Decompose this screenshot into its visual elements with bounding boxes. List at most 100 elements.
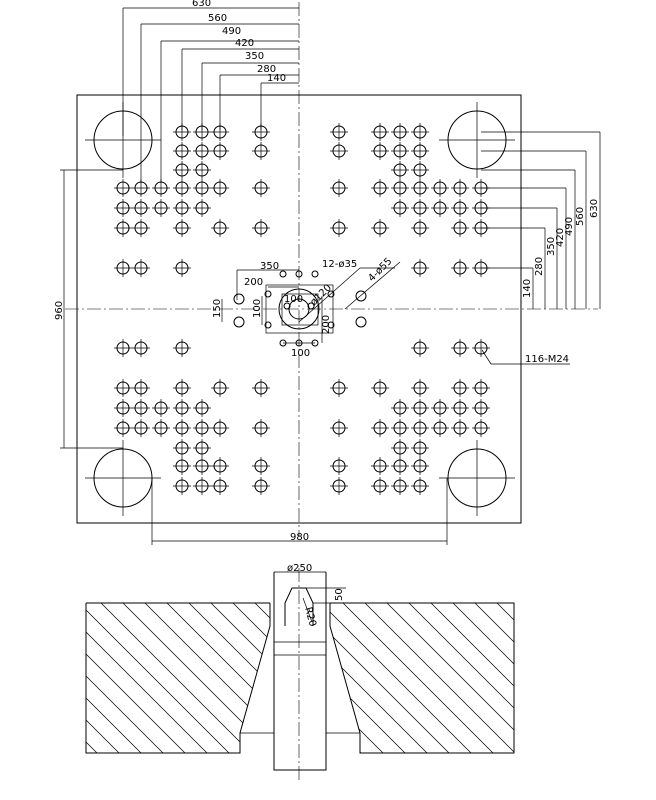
threaded-hole <box>451 199 469 217</box>
dim-960: 960 <box>54 301 65 320</box>
hatch-line <box>295 603 457 753</box>
threaded-hole <box>173 161 191 179</box>
threaded-hole <box>173 457 191 475</box>
hatch-line <box>86 603 149 753</box>
threaded-hole <box>391 123 409 141</box>
threaded-hole <box>391 477 409 495</box>
threaded-hole <box>472 399 490 417</box>
nozzle-tip <box>284 587 314 626</box>
threaded-hole <box>451 339 469 357</box>
threaded-hole <box>173 379 191 397</box>
threaded-hole <box>132 339 150 357</box>
threaded-hole <box>114 199 132 217</box>
hatch-line <box>516 600 656 760</box>
hatch-line <box>626 600 656 760</box>
hatch-line <box>251 603 413 753</box>
ejector-hole-right-2 <box>355 316 367 328</box>
threaded-hole <box>252 142 270 160</box>
threaded-hole <box>371 419 389 437</box>
dim-r20: R20 <box>302 606 318 628</box>
threaded-hole <box>391 419 409 437</box>
threaded-hole <box>411 477 429 495</box>
threaded-hole <box>451 419 469 437</box>
threaded-hole <box>391 161 409 179</box>
top-dim-490: 490 <box>222 26 241 37</box>
threaded-hole <box>114 179 132 197</box>
hatch-line <box>97 603 259 753</box>
right-dim-420: 420 <box>555 228 566 247</box>
hatch-line <box>405 603 514 753</box>
top-dimensions: 630 560 490 420 350 280 140 <box>122 0 299 183</box>
top-dim-350: 350 <box>245 51 264 62</box>
dim-200-center: 200 <box>244 277 263 288</box>
threaded-hole <box>451 379 469 397</box>
center-square-outer <box>265 284 334 334</box>
right-dim-140: 140 <box>522 279 533 298</box>
right-dimensions: 630 560 490 420 350 280 140 <box>481 131 601 309</box>
hatch-line <box>86 603 105 753</box>
dim-phi250: ø250 <box>287 563 312 574</box>
locating-ring-outer <box>278 288 320 330</box>
threaded-hole <box>211 477 229 495</box>
threaded-hole <box>472 339 490 357</box>
threaded-hole <box>411 179 429 197</box>
threaded-hole <box>391 457 409 475</box>
locating-ring-inner <box>288 298 310 320</box>
label-thread-holes: 116-M24 <box>525 354 569 365</box>
threaded-hole <box>252 457 270 475</box>
threaded-hole <box>193 199 211 217</box>
threaded-hole <box>252 379 270 397</box>
right-dim-490: 490 <box>564 217 575 236</box>
dim-980: 980 <box>290 532 309 543</box>
dim-200-vert: 200 <box>321 315 332 334</box>
threaded-hole <box>193 439 211 457</box>
dim-150: 150 <box>212 299 223 318</box>
threaded-hole <box>114 259 132 277</box>
threaded-hole <box>252 477 270 495</box>
threaded-holes-pattern <box>114 123 490 495</box>
threaded-hole <box>472 419 490 437</box>
threaded-hole <box>330 142 348 160</box>
hatch-line <box>141 603 303 753</box>
threaded-hole <box>132 419 150 437</box>
hatch-line <box>339 603 501 753</box>
threaded-hole <box>411 439 429 457</box>
threaded-hole <box>371 123 389 141</box>
threaded-hole <box>173 219 191 237</box>
tie-bar-holes <box>85 102 515 516</box>
threaded-hole <box>173 399 191 417</box>
hatch-line <box>86 603 193 753</box>
label-phi120: ø120 <box>308 283 334 309</box>
hatch-line <box>185 603 347 753</box>
hatch-line <box>86 603 215 753</box>
hatch-line <box>273 603 435 753</box>
threaded-hole <box>211 379 229 397</box>
threaded-hole <box>132 379 150 397</box>
threaded-hole <box>451 179 469 197</box>
locating-ring <box>233 270 367 347</box>
threaded-hole <box>252 179 270 197</box>
threaded-hole <box>411 199 429 217</box>
right-dim-280: 280 <box>534 257 545 276</box>
threaded-hole <box>114 219 132 237</box>
threaded-hole <box>173 199 191 217</box>
hatch-line <box>361 603 514 753</box>
hatch-line <box>317 603 479 753</box>
threaded-hole <box>132 199 150 217</box>
threaded-hole <box>193 161 211 179</box>
threaded-hole <box>152 199 170 217</box>
threaded-hole <box>173 477 191 495</box>
ejector-hole-left-2 <box>233 316 245 328</box>
center-square <box>281 293 319 326</box>
threaded-hole <box>371 457 389 475</box>
threaded-hole <box>411 379 429 397</box>
dim-50: 50 <box>334 588 345 601</box>
threaded-hole <box>330 457 348 475</box>
threaded-hole <box>391 179 409 197</box>
hatch-line <box>427 603 514 753</box>
threaded-hole <box>193 399 211 417</box>
threaded-hole <box>391 199 409 217</box>
threaded-hole <box>371 477 389 495</box>
threaded-hole <box>193 477 211 495</box>
